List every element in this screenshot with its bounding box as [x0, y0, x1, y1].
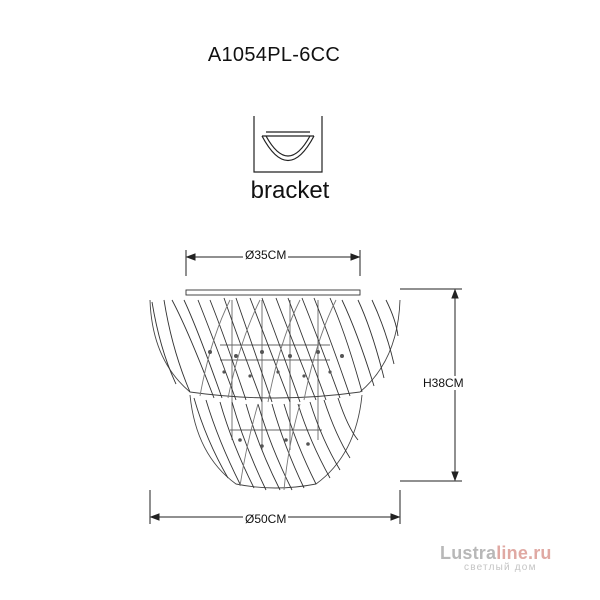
watermark-brand-accent: line.ru — [496, 543, 552, 563]
watermark: Lustraline.ru светлый дом — [440, 543, 590, 573]
bracket-label: bracket — [250, 177, 330, 204]
watermark-brand: Lustraline.ru — [440, 543, 590, 564]
model-code: A1054PL-6CC — [207, 44, 341, 66]
bracket-icon — [253, 116, 323, 173]
bottom-diameter-label: Ø50CM — [243, 512, 289, 526]
top-diameter-label: Ø35CM — [243, 248, 289, 262]
watermark-brand-main: Lustra — [440, 543, 497, 563]
chandelier-drawing — [149, 289, 401, 491]
height-label: H38CM — [421, 376, 466, 390]
watermark-tagline: светлый дом — [464, 562, 537, 573]
